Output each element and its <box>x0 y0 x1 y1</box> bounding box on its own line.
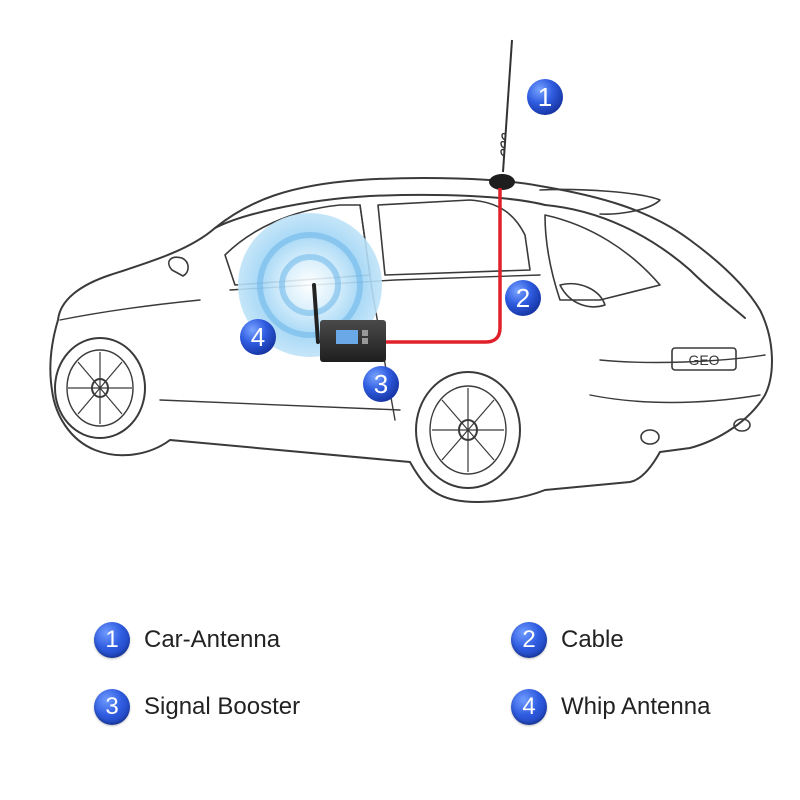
car-antenna <box>489 39 515 190</box>
legend: 1 Car-Antenna 2 Cable 3 Signal Booster 4… <box>0 600 800 760</box>
badge-2-number: 2 <box>516 283 530 313</box>
badge-4: 4 <box>240 319 276 355</box>
legend-badge-3: 3 <box>94 689 130 725</box>
legend-label-1: Car-Antenna <box>144 626 281 653</box>
legend-badge-4: 4 <box>511 689 547 725</box>
whip-antenna <box>312 283 320 344</box>
legend-badge-1: 1 <box>94 622 130 658</box>
legend-label-4: Whip Antenna <box>561 693 711 720</box>
badge-3-number: 3 <box>374 369 388 399</box>
badge-2: 2 <box>505 280 541 316</box>
car-plate-text: GEO <box>688 352 719 368</box>
badge-3: 3 <box>363 366 399 402</box>
badge-1-number: 1 <box>538 82 552 112</box>
legend-badge-2: 2 <box>511 622 547 658</box>
legend-label-2: Cable <box>561 626 624 653</box>
legend-item-cable: 2 Cable <box>511 620 624 660</box>
legend-label-3: Signal Booster <box>144 693 301 720</box>
coax-cable <box>384 188 502 344</box>
badge-1: 1 <box>527 79 563 115</box>
legend-item-signal-booster: 3 Signal Booster <box>94 687 300 727</box>
badge-4-number: 4 <box>251 322 265 352</box>
car-installation-diagram: GEO 1 2 3 4 <box>49 39 773 503</box>
signal-booster <box>320 320 386 362</box>
legend-item-whip-antenna: 4 Whip Antenna <box>511 687 710 727</box>
legend-item-car-antenna: 1 Car-Antenna <box>94 620 280 660</box>
front-wheel <box>54 337 146 439</box>
rear-wheel <box>415 371 521 489</box>
car-outline <box>49 177 773 503</box>
